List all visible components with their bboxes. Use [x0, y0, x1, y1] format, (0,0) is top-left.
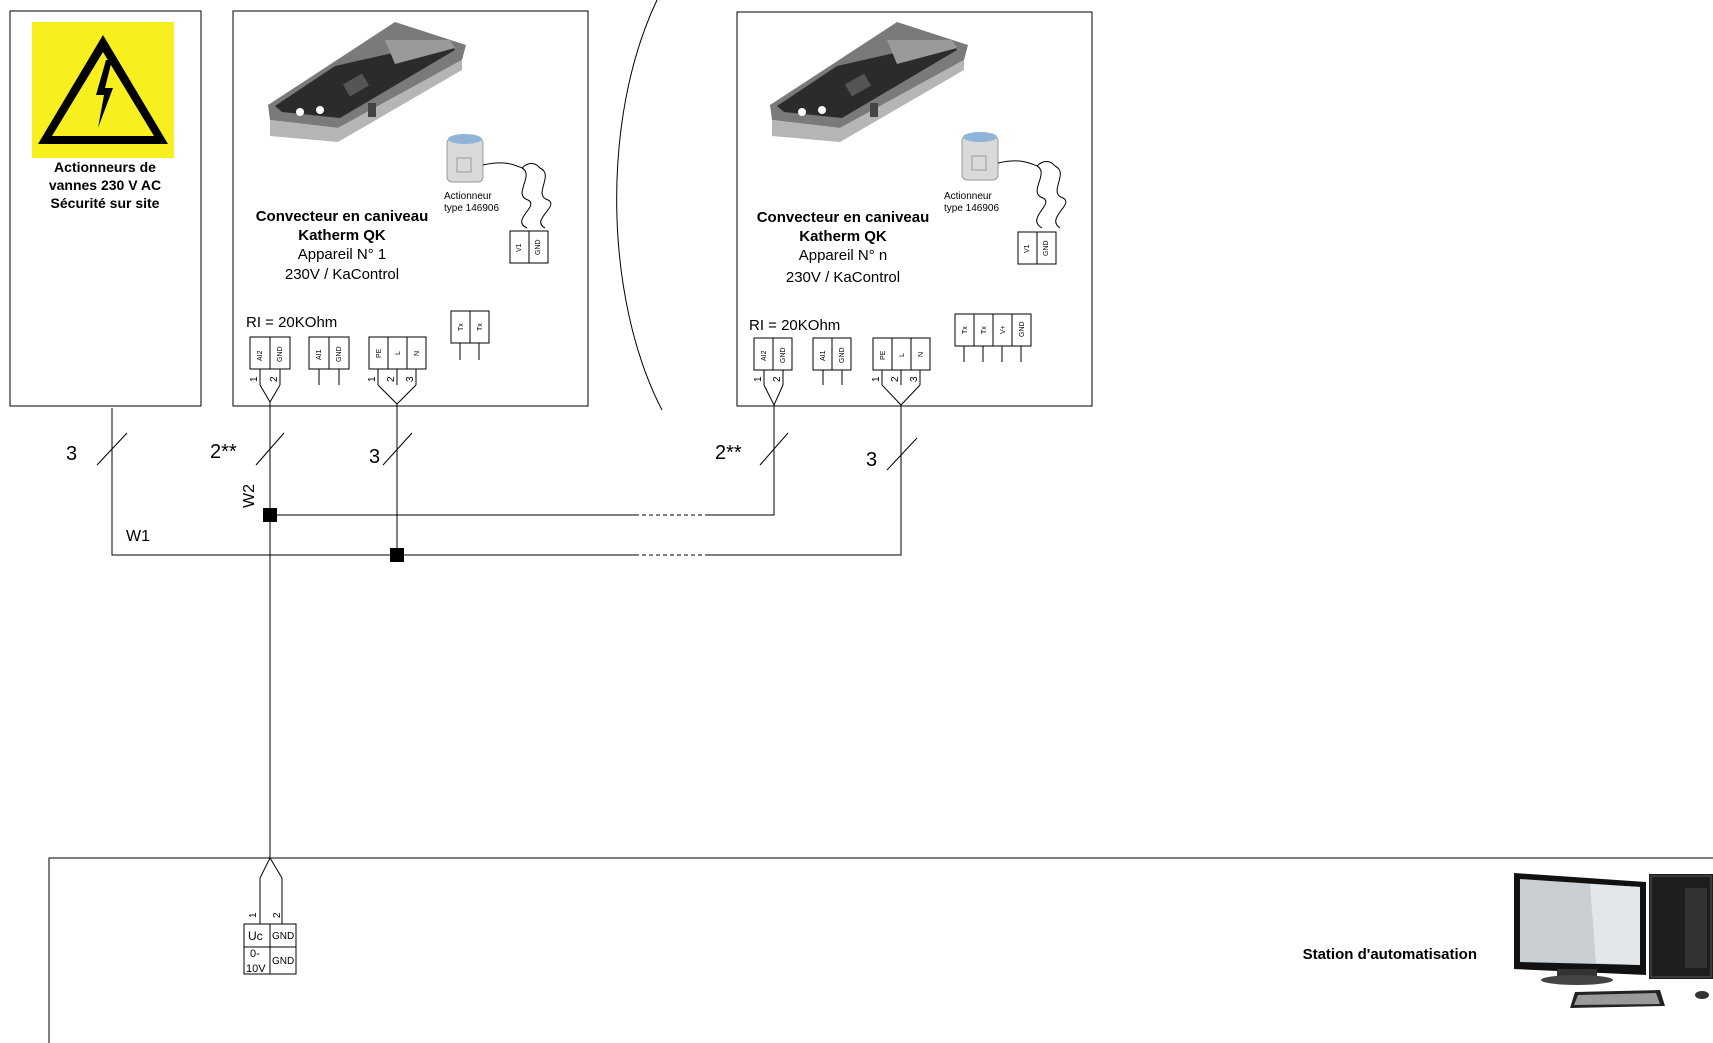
junction-w2	[263, 508, 277, 522]
terminal-gnd: GND	[1019, 321, 1026, 337]
separator-arc	[616, 0, 663, 411]
terminal-ai2-block: AI2 GND 1 2	[249, 336, 291, 403]
terminal-gnd-1: GND	[272, 931, 294, 942]
unit-n-box: Actionneur type 146906 V1 GND Convecteur…	[736, 11, 1093, 407]
convector-image	[770, 22, 968, 142]
actuator-label-1: Actionneur	[444, 191, 492, 202]
terminal-n: N	[918, 352, 925, 357]
terminal-tx-block: Tx Tx V+ GND	[954, 313, 1032, 362]
valve-terminal-block: V1 GND	[509, 230, 549, 264]
ri-label: RI = 20KOhm	[749, 317, 840, 334]
unit-power: 230V / KaControl	[285, 266, 399, 283]
terminal-tx: Tx	[458, 323, 465, 331]
actuator-image	[961, 132, 1067, 229]
ri-label: RI = 20KOhm	[246, 314, 337, 331]
terminal-gnd: GND	[535, 239, 542, 255]
cable-label-w1: W1	[126, 528, 150, 545]
controller-terminal-block: Uc GND 0- 10V GND	[243, 923, 297, 975]
unit-title-1: Convecteur en caniveau	[757, 209, 930, 226]
high-voltage-icon	[32, 22, 174, 158]
terminal-ai1-block: AI1 GND	[308, 336, 350, 385]
pin-2: 2	[890, 376, 901, 382]
terminal-uc: Uc	[248, 929, 263, 943]
valve-terminal-block: V1 GND	[1017, 231, 1057, 265]
terminal-pe: PE	[880, 350, 887, 360]
pin-1: 1	[753, 376, 764, 382]
warning-line-2: vannes 230 V AC	[49, 177, 161, 193]
terminal-n: N	[414, 351, 421, 356]
terminal-l: L	[899, 353, 906, 357]
wiring	[96, 402, 918, 858]
unit-1-box: Actionneur type 146906 V1 GND Convecteur…	[232, 10, 589, 407]
pin-1: 1	[249, 376, 260, 382]
terminal-gnd: GND	[1043, 240, 1050, 256]
station-label: Station d'automatisation	[1303, 946, 1477, 963]
terminal-tx-block: Tx Tx	[450, 310, 490, 360]
terminal-range-1: 0-	[250, 948, 260, 960]
terminal-power-block: PE L N 1 2 3	[367, 336, 427, 405]
terminal-tx: Tx	[477, 323, 484, 331]
unit-device: Appareil N° n	[799, 247, 888, 264]
terminal-tx: Tx	[981, 326, 988, 334]
terminal-gnd: GND	[277, 346, 284, 362]
terminal-power-block: PE L N 1 2 3	[871, 337, 931, 406]
unit-title-2: Katherm QK	[298, 227, 386, 244]
pin-2: 2	[272, 912, 283, 918]
terminal-tx: Tx	[962, 326, 969, 334]
terminal-vplus: V+	[1000, 325, 1007, 334]
terminal-l: L	[395, 351, 402, 355]
cable-count-warning: 3	[66, 443, 77, 465]
pin-2: 2	[386, 376, 397, 382]
actuator-label-2: type 146906	[444, 203, 499, 214]
terminal-gnd: GND	[839, 347, 846, 363]
cable-label-w2: W2	[241, 484, 258, 508]
pin-2: 2	[772, 376, 783, 382]
terminal-v1: V1	[516, 243, 523, 252]
actuator-label-2: type 146906	[944, 203, 999, 214]
terminal-gnd: GND	[780, 347, 787, 363]
warning-box: Actionneurs de vannes 230 V AC Sécurité …	[9, 10, 202, 407]
pin-2: 2	[269, 376, 280, 382]
convector-image	[268, 22, 466, 142]
terminal-ai2: AI2	[257, 350, 264, 361]
unit-title-1: Convecteur en caniveau	[256, 208, 429, 225]
terminal-gnd: GND	[336, 346, 343, 362]
terminal-ai2-block: AI2 GND 1 2	[753, 337, 793, 407]
unit-title-2: Katherm QK	[799, 228, 887, 245]
cable-count-unitn-power: 3	[866, 449, 877, 471]
terminal-ai1: AI1	[820, 350, 827, 361]
pin-1: 1	[871, 376, 882, 382]
unit-power: 230V / KaControl	[786, 269, 900, 286]
terminal-range-2: 10V	[246, 963, 266, 975]
terminal-ai2: AI2	[761, 350, 768, 361]
pin-3: 3	[405, 376, 416, 382]
pin-3: 3	[909, 376, 920, 382]
computer-icon	[1514, 873, 1713, 1008]
pin-1: 1	[248, 912, 259, 918]
cable-count-unitn-signal: 2**	[715, 442, 742, 464]
actuator-label-1: Actionneur	[944, 191, 992, 202]
unit-device: Appareil N° 1	[298, 246, 387, 263]
terminal-gnd-2: GND	[272, 956, 294, 967]
terminal-ai1-block: AI1 GND	[812, 337, 852, 385]
pin-1: 1	[367, 376, 378, 382]
station-box: 1 2 Uc GND 0- 10V GND Station d'automati…	[48, 857, 1713, 1043]
terminal-pe: PE	[376, 348, 383, 358]
warning-line-3: Sécurité sur site	[51, 195, 160, 211]
junction-w1	[390, 548, 404, 562]
actuator-image	[446, 134, 552, 229]
terminal-ai1: AI1	[316, 349, 323, 360]
cable-count-unit1-signal: 2**	[210, 441, 237, 463]
cable-count-unit1-power: 3	[369, 446, 380, 468]
terminal-v1: V1	[1024, 244, 1031, 253]
warning-line-1: Actionneurs de	[54, 159, 156, 175]
